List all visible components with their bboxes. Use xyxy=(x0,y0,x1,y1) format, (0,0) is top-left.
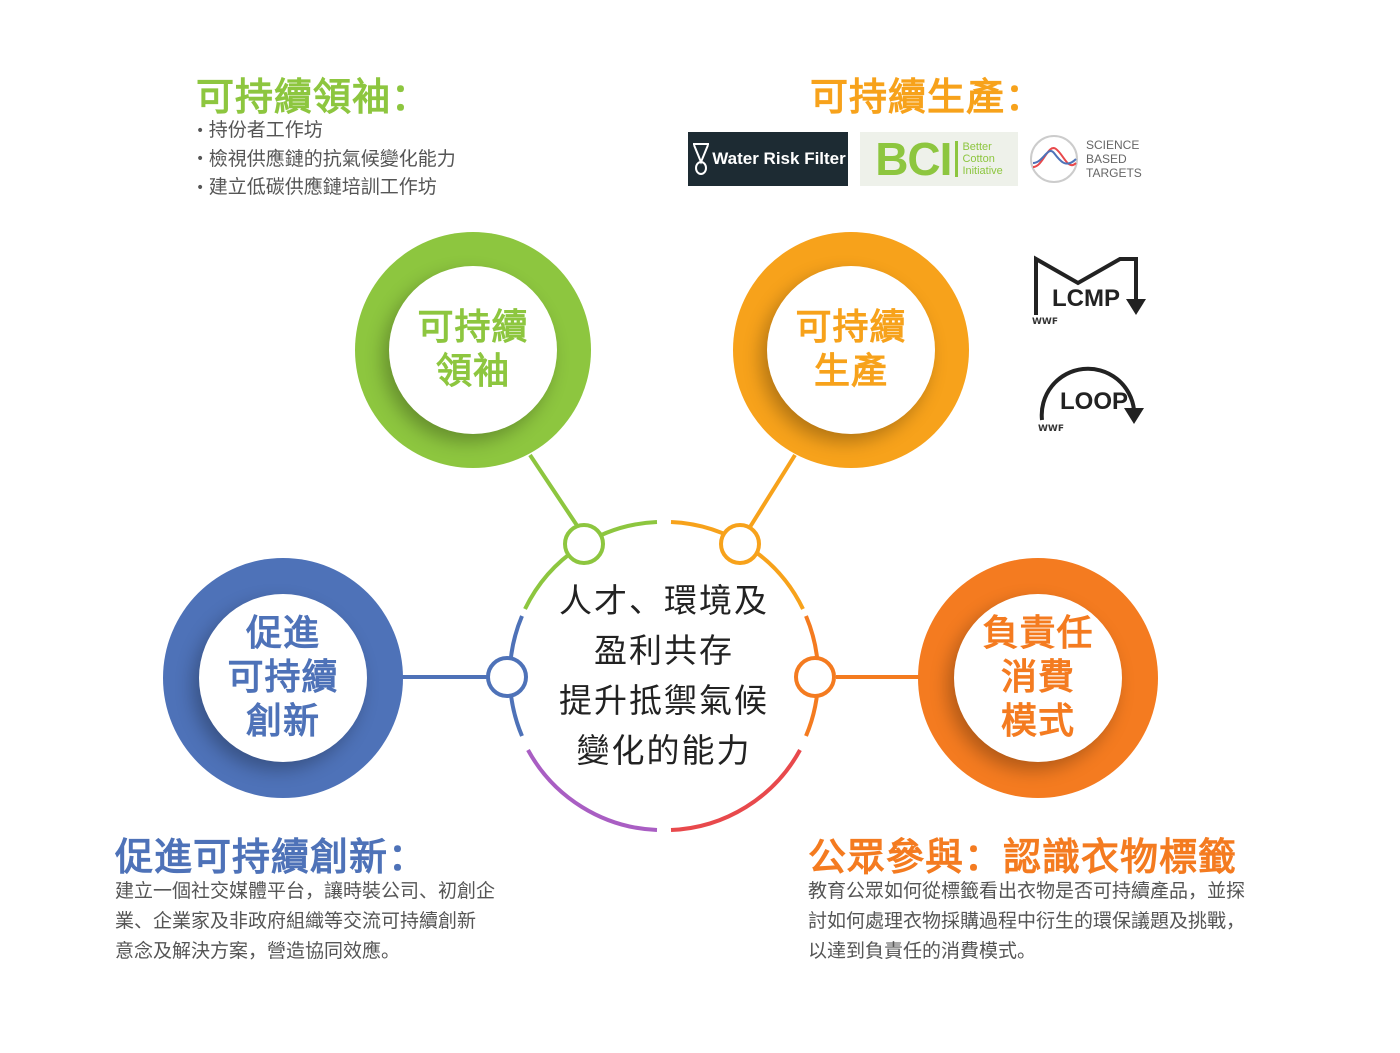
wwf-text: WWF xyxy=(1038,424,1065,434)
production-circle-label: 生產 xyxy=(813,351,888,392)
bci-subtext-line: Initiative xyxy=(962,165,1003,177)
innovation-circle-label: 促進 xyxy=(245,613,320,654)
consumption-circle-label: 負責任 xyxy=(982,613,1094,654)
deep-orange-node xyxy=(794,656,836,698)
consumption-circle-label: 模式 xyxy=(1000,701,1075,742)
list-item: 建立低碳供應鏈培訓工作坊 xyxy=(196,173,456,202)
center-ring-purple-arc xyxy=(526,749,658,832)
leadership-bullet-list: 持份者工作坊 檢視供應鏈的抗氣候變化能力 建立低碳供應鏈培訓工作坊 xyxy=(196,116,456,202)
blue-node xyxy=(486,656,528,698)
innovation-circle-label: 可持續 xyxy=(227,657,339,698)
sbt-text-line: BASED xyxy=(1086,152,1127,166)
innovation-text-line: 建立一個社交媒體平台，讓時裝公司、初創企 xyxy=(115,880,496,902)
loop-text: LOOP xyxy=(1060,388,1129,415)
list-item: 持份者工作坊 xyxy=(196,116,456,145)
water-drop-icon xyxy=(693,143,710,175)
center-circle: 人才、環境及 盈利共存 提升抵禦氣候 變化的能力 xyxy=(510,522,818,830)
consumption-circle-label: 消費 xyxy=(1000,657,1075,698)
leadership-circle: 可持續 領袖 xyxy=(355,232,591,468)
center-text-line: 人才、環境及 xyxy=(559,581,769,620)
center-text-line: 提升抵禦氣候 xyxy=(559,681,769,720)
bci-subtext: Better Cotton Initiative xyxy=(955,141,1003,177)
innovation-circle: 促進 可持續 創新 xyxy=(163,558,403,798)
leadership-circle-label: 可持續 xyxy=(417,307,529,348)
water-risk-filter-text: Water Risk Filter xyxy=(712,149,846,168)
sbt-wave-icon xyxy=(1030,135,1078,183)
wwf-text: WWF xyxy=(1032,317,1059,327)
orange-connector-line xyxy=(748,453,797,529)
bci-subtext-line: Better xyxy=(962,141,992,153)
center-ring-red-arc xyxy=(670,749,802,832)
sbt-text-line: SCIENCE xyxy=(1086,138,1140,152)
production-heading: 可持續生產： xyxy=(810,75,1045,119)
bci-letters: BCI xyxy=(875,133,952,185)
production-circle: 可持續 生產 xyxy=(733,232,969,468)
production-circle-inner: 可持續 生產 xyxy=(767,266,935,434)
consumption-heading: 公眾參與：認識衣物標籤 xyxy=(808,835,1238,879)
sbt-text: SCIENCE BASED TARGETS xyxy=(1086,138,1142,180)
loop-logo: LOOP WWF xyxy=(1030,362,1155,442)
loop-arc-icon xyxy=(1039,366,1144,424)
water-risk-filter-logo: Water Risk Filter xyxy=(688,132,848,186)
leadership-circle-label: 領袖 xyxy=(435,351,510,392)
list-item: 檢視供應鏈的抗氣候變化能力 xyxy=(196,145,456,174)
production-circle-label: 可持續 xyxy=(795,307,907,348)
innovation-description: 建立一個社交媒體平台，讓時裝公司、初創企 業、企業家及非政府組織等交流可持續創新… xyxy=(115,876,495,966)
consumption-description: 教育公眾如何從標籤看出衣物是否可持續產品，並探 討如何處理衣物採購過程中衍生的環… xyxy=(808,876,1245,966)
innovation-text-line: 業、企業家及非政府組織等交流可持續創新 xyxy=(115,910,477,932)
bci-logo: BCI Better Cotton Initiative xyxy=(860,132,1018,186)
center-text-line: 變化的能力 xyxy=(576,731,752,770)
consumption-text-line: 教育公眾如何從標籤看出衣物是否可持續產品，並探 xyxy=(808,880,1246,902)
center-text-line: 盈利共存 xyxy=(594,631,734,670)
sbt-text-line: TARGETS xyxy=(1086,166,1142,180)
science-based-targets-logo: SCIENCE BASED TARGETS xyxy=(1028,132,1148,186)
consumption-text-line: 以達到負責任的消費模式。 xyxy=(808,940,1037,962)
consumption-circle: 負責任 消費 模式 xyxy=(918,558,1158,798)
orange-node xyxy=(719,523,761,565)
leadership-circle-inner: 可持續 領袖 xyxy=(389,266,557,434)
innovation-heading: 促進可持續創新： xyxy=(115,835,428,879)
innovation-circle-inner: 促進 可持續 創新 xyxy=(199,594,367,762)
innovation-circle-label: 創新 xyxy=(245,701,320,742)
bci-subtext-line: Cotton xyxy=(962,153,995,165)
consumption-circle-inner: 負責任 消費 模式 xyxy=(954,594,1122,762)
green-connector-line xyxy=(528,453,580,529)
green-node xyxy=(563,523,605,565)
innovation-text-line: 意念及解決方案，營造協同效應。 xyxy=(115,940,401,962)
lcmp-frame-icon xyxy=(1034,255,1146,315)
lcmp-logo: LCMP WWF xyxy=(1030,255,1155,335)
consumption-text-line: 討如何處理衣物採購過程中衍生的環保議題及挑戰， xyxy=(808,910,1246,932)
leadership-heading: 可持續領袖： xyxy=(196,75,431,119)
lcmp-text: LCMP xyxy=(1052,285,1120,312)
